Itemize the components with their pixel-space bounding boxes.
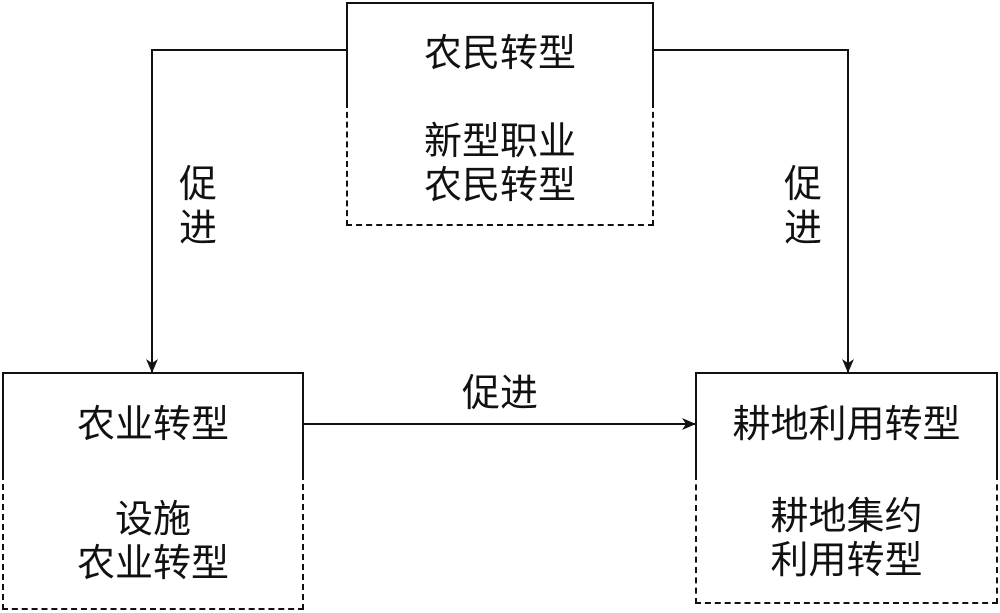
node-land-title: 耕地利用转型 (732, 402, 961, 446)
node-farmer-title: 农民转型 (423, 31, 576, 75)
node-farmer-sub-line-2: 农民转型 (423, 163, 576, 207)
node-land-sub-line-2: 利用转型 (770, 538, 923, 582)
node-farmer-subtype: 新型职业 农民转型 (346, 102, 654, 226)
arrow-farmer-land (641, 44, 854, 373)
node-land-use-transformation: 耕地利用转型 (695, 372, 998, 476)
edge-label-left-char-2: 进 (178, 206, 217, 250)
node-land-subtype: 耕地集约 利用转型 (695, 474, 998, 604)
node-agriculture-title: 农业转型 (76, 402, 229, 446)
node-agriculture-transformation: 农业转型 (2, 372, 304, 476)
arrow-farmer-agriculture (146, 44, 359, 373)
edge-label-bottom: 促进 (462, 371, 539, 415)
edge-label-right-char-1: 促 (783, 162, 822, 206)
node-agriculture-sub-line-1: 设施 (114, 497, 191, 541)
node-agriculture-subtype: 设施 农业转型 (2, 474, 304, 610)
node-land-sub-line-1: 耕地集约 (770, 494, 923, 538)
node-farmer-transformation: 农民转型 (346, 2, 654, 104)
edge-label-left-char-1: 促 (178, 162, 217, 206)
edge-label-right-char-2: 进 (783, 206, 822, 250)
node-agriculture-sub-line-2: 农业转型 (76, 541, 229, 585)
edge-label-right: 促 进 (783, 162, 823, 250)
edge-label-left: 促 进 (178, 162, 218, 250)
node-farmer-sub-line-1: 新型职业 (423, 119, 576, 163)
